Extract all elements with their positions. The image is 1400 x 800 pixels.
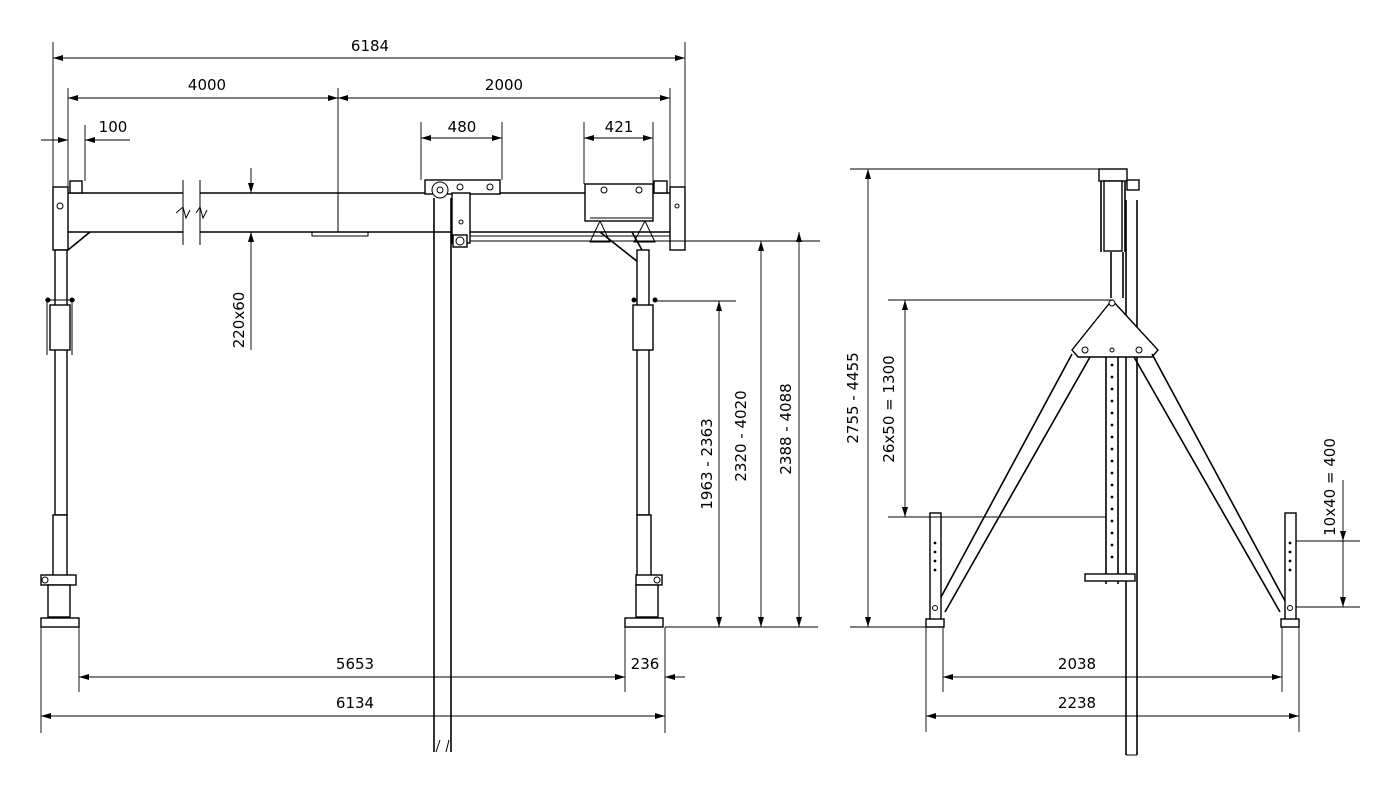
dim-beam-left-label: 4000 xyxy=(188,76,226,94)
left-leg xyxy=(40,180,91,628)
dimension-heights: 1963 - 2363 2320 - 4020 2388 - 4088 xyxy=(651,232,818,628)
dimension-spans: 5653 236 6134 xyxy=(40,627,685,733)
dimension-base-widths: 2038 2238 xyxy=(925,627,1300,732)
dimension-hoist-trolley: 421 xyxy=(583,118,654,184)
dim-trolley-label: 480 xyxy=(448,118,477,136)
dim-height-c-label: 2388 - 4088 xyxy=(777,383,795,474)
dim-foot-holes-label: 10x40 = 400 xyxy=(1321,438,1339,536)
front-view: 6184 4000 2000 100 480 xyxy=(40,37,820,753)
dim-height-a-label: 1963 - 2363 xyxy=(698,418,716,509)
mast-holes xyxy=(1110,363,1114,559)
dim-end-offset-label: 100 xyxy=(99,118,128,136)
dimension-total-height: 2755 - 4455 xyxy=(844,168,1099,628)
chain-trolley xyxy=(424,179,501,753)
dim-outer-span-label: 6134 xyxy=(336,694,374,712)
dim-height-b-label: 2320 - 4020 xyxy=(732,390,750,481)
dim-beam-profile-label: 220x60 xyxy=(230,292,248,349)
hoist-trolley xyxy=(584,183,656,243)
a-frame-legs xyxy=(932,353,1292,613)
dim-hoist-trolley-label: 421 xyxy=(605,118,634,136)
dimension-beam-segments: 4000 2000 xyxy=(67,76,671,193)
dimension-foot-holes: 10x40 = 400 xyxy=(1296,438,1360,608)
dim-foot-width-label: 236 xyxy=(631,655,660,673)
side-left-foot xyxy=(925,512,945,628)
dim-beam-right-label: 2000 xyxy=(485,76,523,94)
dim-total-height-label: 2755 - 4455 xyxy=(844,352,862,443)
apex-plate xyxy=(1071,298,1159,358)
dim-inner-base-label: 2038 xyxy=(1058,655,1096,673)
dimension-end-offset: 100 xyxy=(41,118,130,181)
dim-outer-base-label: 2238 xyxy=(1058,694,1096,712)
dimension-beam-profile: 220x60 xyxy=(230,168,254,350)
side-view: 2755 - 4455 26x50 = 1300 10x40 = 400 203… xyxy=(844,168,1360,756)
dimension-trolley: 480 xyxy=(420,118,503,180)
dim-overall-beam-label: 6184 xyxy=(351,37,389,55)
dimension-overall-beam: 6184 xyxy=(52,37,686,188)
dim-inner-span-label: 5653 xyxy=(336,655,374,673)
dimension-hole-adjustment: 26x50 = 1300 xyxy=(880,299,1112,518)
dim-hole-adjustment-label: 26x50 = 1300 xyxy=(880,355,898,462)
side-right-foot xyxy=(1280,512,1300,628)
mast xyxy=(1084,168,1140,756)
right-leg xyxy=(599,180,686,628)
